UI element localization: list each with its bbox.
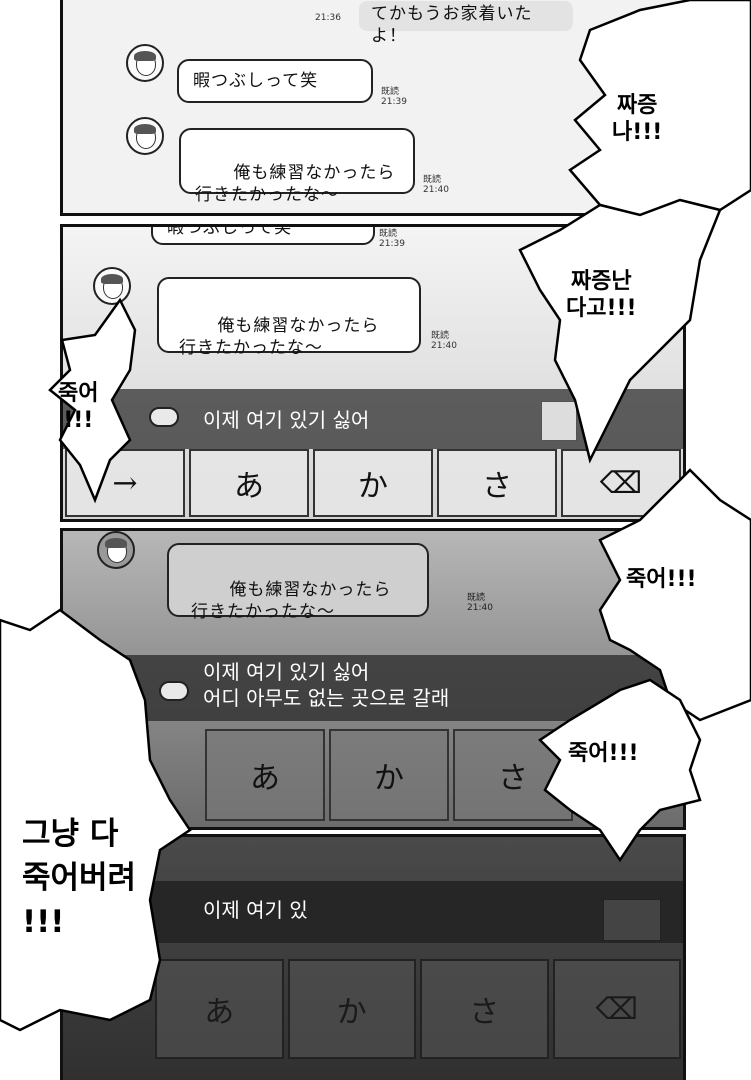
shout-annoyed-1: 짜증 나!!! bbox=[612, 93, 663, 145]
message-text: 俺も練習なかったら 行きたかったな〜 bbox=[191, 580, 392, 622]
keyboard-key-a[interactable]: あ bbox=[205, 729, 325, 821]
read-label: 既読 bbox=[379, 229, 398, 239]
keyboard-backspace-key[interactable]: ⌫ bbox=[552, 959, 681, 1059]
message-time: 21:40 bbox=[467, 603, 493, 613]
burst-left-cloud bbox=[0, 608, 192, 1032]
message-bubble: 俺も練習なかったら 行きたかったな〜 bbox=[167, 543, 429, 622]
sent-message-text: てかもうお家着いたよ！ bbox=[371, 4, 533, 46]
sent-message-bubble: てかもうお家着いたよ！ bbox=[359, 1, 573, 46]
friend-avatar bbox=[126, 117, 164, 155]
panel-chat-4: 이제 여기 있 あ か さ ⌫ bbox=[60, 834, 686, 1080]
keyboard-row: あ か さ ⌫ bbox=[153, 959, 683, 1059]
message-input-text[interactable]: 이제 여기 있기 싫어 어디 아무도 없는 곳으로 갈래 bbox=[203, 660, 450, 710]
shout-die-2: 죽어!!! bbox=[626, 567, 697, 592]
message-time: 21:39 bbox=[381, 97, 407, 107]
message-time: 21:40 bbox=[431, 341, 457, 351]
friend-avatar bbox=[126, 44, 164, 82]
sticker-icon[interactable] bbox=[149, 407, 179, 427]
keyboard-key-a[interactable]: あ bbox=[155, 959, 284, 1059]
burst-annoyed-2 bbox=[518, 198, 722, 464]
keyboard-key-a[interactable]: あ bbox=[189, 449, 309, 517]
message-text: 俺も練習なかったら 行きたかったな〜 bbox=[195, 163, 396, 205]
read-label: 既読 bbox=[431, 331, 450, 341]
keyboard-key-ka[interactable]: か bbox=[287, 959, 416, 1059]
friend-avatar bbox=[93, 267, 131, 305]
message-bubble: 俺も練習なかったら 行きたかったな〜 bbox=[157, 277, 421, 358]
keyboard-key-sa[interactable]: さ bbox=[437, 449, 557, 517]
sent-message-time: 21:36 bbox=[315, 13, 341, 23]
sticker-icon[interactable] bbox=[159, 681, 189, 701]
message-input-bar bbox=[63, 881, 683, 943]
keyboard-row: あ か さ bbox=[203, 729, 575, 821]
burst-die-2 bbox=[598, 468, 751, 722]
read-receipt: 既読 21:39 bbox=[379, 229, 405, 249]
keyboard-key-ka[interactable]: か bbox=[329, 729, 449, 821]
send-button[interactable] bbox=[603, 899, 661, 941]
read-label: 既読 bbox=[423, 175, 442, 185]
friend-avatar bbox=[97, 531, 135, 569]
message-bubble-1: 暇つぶしって笑 bbox=[177, 59, 373, 103]
read-receipt: 既読 21:40 bbox=[431, 331, 457, 351]
read-receipt: 既読 21:40 bbox=[467, 593, 493, 613]
message-time: 21:40 bbox=[423, 185, 449, 195]
keyboard-key-sa[interactable]: さ bbox=[420, 959, 549, 1059]
read-receipt: 既読 21:39 bbox=[381, 87, 407, 107]
message-time: 21:39 bbox=[379, 239, 405, 249]
shout-die-all: 그냥 다 죽어버려 !!! bbox=[22, 816, 137, 940]
message-text: 暇つぶしって笑 bbox=[167, 224, 293, 238]
read-receipt: 既読 21:40 bbox=[423, 175, 449, 195]
shout-die-1: 죽어 !!! bbox=[58, 381, 99, 433]
shout-die-3: 죽어!!! bbox=[568, 741, 639, 766]
message-bubble-2: 俺も練習なかったら 行きたかったな〜 bbox=[179, 128, 415, 205]
burst-die-3 bbox=[538, 678, 702, 863]
partial-message-bubble: 暇つぶしって笑 bbox=[151, 224, 375, 245]
send-button[interactable] bbox=[541, 401, 577, 441]
read-label: 既読 bbox=[467, 593, 486, 603]
message-text: 暇つぶしって笑 bbox=[193, 71, 319, 91]
shout-annoyed-2: 짜증난 다고!!! bbox=[566, 269, 637, 321]
message-input-text[interactable]: 이제 여기 있 bbox=[203, 898, 308, 922]
panel-chat-1: てかもうお家着いたよ！ 21:36 暇つぶしって笑 既読 21:39 俺も練習な… bbox=[60, 0, 686, 216]
keyboard-key-ka[interactable]: か bbox=[313, 449, 433, 517]
message-text: 俺も練習なかったら 行きたかったな〜 bbox=[179, 316, 380, 358]
read-label: 既読 bbox=[381, 87, 400, 97]
burst-die-1 bbox=[48, 297, 137, 504]
message-input-text[interactable]: 이제 여기 있기 싫어 bbox=[203, 408, 370, 432]
